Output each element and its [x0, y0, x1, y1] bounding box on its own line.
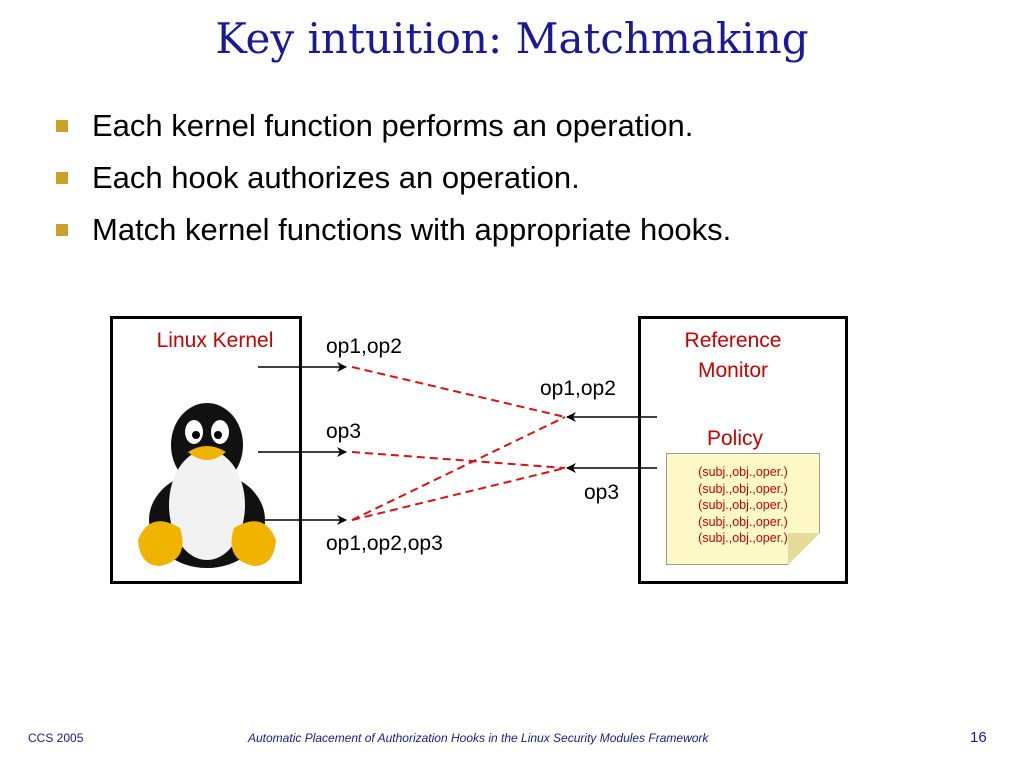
bullet-item: Each hook authorizes an operation.: [52, 156, 731, 208]
hook-op-label: op3: [584, 481, 620, 504]
bullet-item: Each kernel function performs an operati…: [52, 104, 731, 156]
policy-row: (subj.,obj.,oper.): [698, 481, 788, 496]
kernel-label: Linux Kernel: [156, 329, 274, 352]
bullet-item: Match kernel functions with appropriate …: [52, 208, 731, 260]
monitor-label-line1: Reference: [684, 329, 782, 352]
hook-op-label: op1,op2: [540, 377, 616, 400]
match-line: [351, 451, 566, 469]
match-line: [351, 366, 566, 418]
square-bullet-icon: [56, 172, 68, 184]
page-number: 16: [970, 729, 987, 746]
footer-left: CCS 2005: [28, 731, 84, 745]
kernel-op-label: op1,op2,op3: [326, 532, 443, 555]
match-line: [351, 467, 566, 521]
square-bullet-icon: [56, 120, 68, 132]
kernel-op-label: op3: [326, 420, 362, 443]
slide-title: Key intuition: Matchmaking: [215, 14, 809, 63]
footer-center: Automatic Placement of Authorization Hoo…: [248, 731, 709, 745]
policy-label: Policy: [706, 427, 764, 450]
monitor-label-line2: Monitor: [697, 359, 769, 382]
policy-row: (subj.,obj.,oper.): [698, 498, 788, 512]
policy-row: (subj.,obj.,oper.): [698, 465, 788, 479]
kernel-op-label: op1,op2: [326, 335, 402, 358]
policy-row: (subj.,obj.,oper.): [698, 514, 788, 529]
policy-row: (subj.,obj.,oper.): [698, 531, 788, 545]
bullet-text: Each hook authorizes an operation.: [92, 160, 580, 195]
tux-penguin-icon: [138, 403, 276, 568]
match-line: [351, 416, 566, 521]
bullet-list: Each kernel function performs an operati…: [52, 104, 731, 260]
page-fold-icon: [788, 533, 820, 565]
square-bullet-icon: [56, 224, 68, 236]
policy-note: (subj.,obj.,oper.) (subj.,obj.,oper.) (s…: [666, 453, 820, 565]
bullet-text: Match kernel functions with appropriate …: [92, 212, 732, 247]
bullet-text: Each kernel function performs an operati…: [92, 108, 694, 143]
